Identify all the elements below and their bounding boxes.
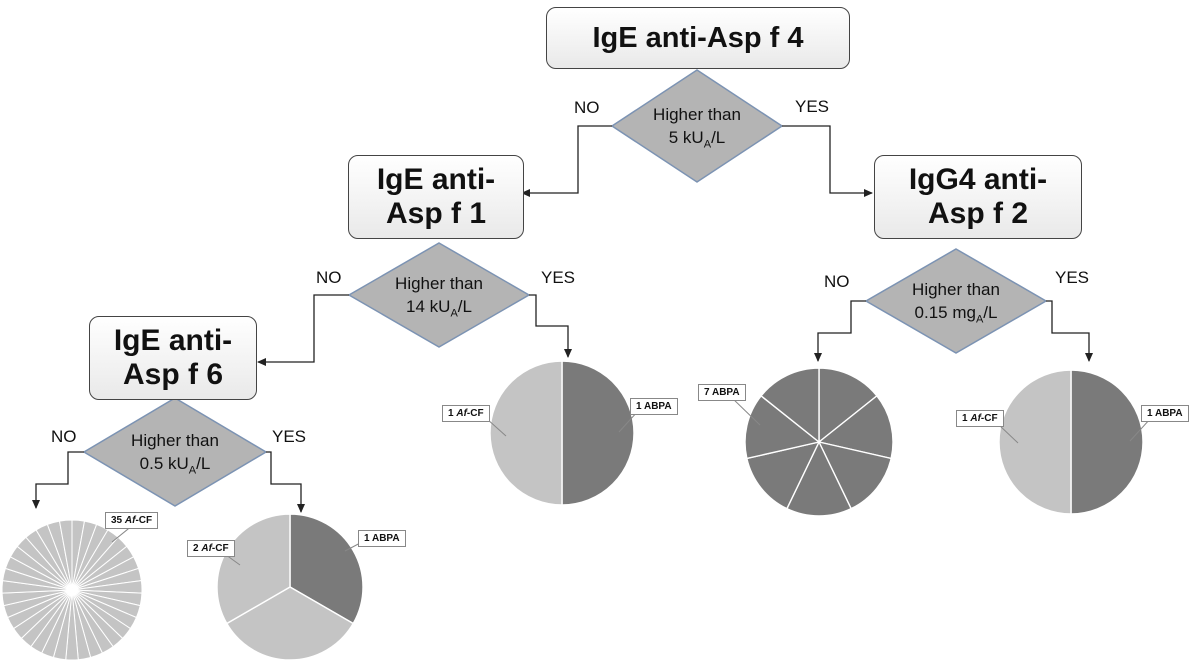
pie-callout-afcf: 1 Af-CF [442,405,490,422]
pie-chart-p4 [744,367,894,517]
branch-label-yes: YES [272,427,307,446]
decision-value: 0.5 kUA/L [139,453,211,477]
pie-slice [58,519,73,591]
decision-label-root: Higher than 5 kUA/L [597,104,797,152]
decision-text: Higher than [653,105,741,124]
decision-text: Higher than [131,431,219,450]
node-right-line1: IgG4 anti- [908,163,1048,197]
decision-diamond-right [864,248,1048,354]
pie-callout-afcf: 35 Af-CF [105,512,159,529]
branch-label-no: NO [824,272,850,291]
arrow-left-yes [529,294,572,358]
pie-slice [817,440,892,510]
decision-label-right: Higher than 0.15 mgA/L [856,279,1056,327]
branch-label-no: NO [316,268,342,287]
node-leftleft-line1: IgE anti- [113,324,233,358]
branch-label-yes: YES [795,97,830,116]
node-left-line1: IgE anti- [376,163,496,197]
decision-label-leftleft: Higher than 0.5 kUA/L [75,430,275,478]
node-root: IgE anti-Asp f 4 [546,7,850,69]
pie-callout-afcf: 1 Af-CF [956,410,1004,427]
node-left: IgE anti- Asp f 1 [348,155,524,239]
pie-slice [818,367,878,444]
arrow-right-no [814,300,866,362]
arrow-left-no [257,294,349,366]
pie-chart-p1 [1,519,143,661]
pie-callout-abpa: 1 ABPA [358,530,406,547]
arrow-root-yes [782,125,873,197]
pie-slice [785,440,853,517]
node-right: IgG4 anti- Asp f 2 [874,155,1082,239]
pie-slice [744,394,821,460]
pie-callout-afcf: 2 Af-CF [187,540,235,557]
decision-value: 14 kUA/L [406,296,472,320]
arrow-leftleft-yes [266,451,305,513]
branch-label-no: NO [51,427,77,446]
decision-diamond-root [610,69,784,183]
pie-callout-abpa: 7 ABPA [698,384,746,401]
pie-callout-abpa: 1 ABPA [1141,405,1189,422]
node-leftleft-line2: Asp f 6 [122,358,224,391]
callout-leader [1129,418,1151,442]
decision-value: 0.15 mgA/L [914,302,998,326]
pie-slice [746,440,821,510]
branch-label-no: NO [574,98,600,117]
decision-label-left: Higher than 14 kUA/L [339,273,539,321]
pie-slice [1070,369,1144,515]
pie-slice [998,369,1072,515]
arrow-right-yes [1046,300,1093,362]
decision-diamond-leftleft [82,397,268,507]
decision-text: Higher than [912,280,1000,299]
pie-callout-abpa: 1 ABPA [630,398,678,415]
branch-label-yes: YES [541,268,576,287]
callout-leader [486,418,507,437]
pie-slice [289,513,364,625]
pie-slice [489,360,563,506]
node-leftleft: IgE anti- Asp f 6 [89,316,257,400]
decision-value: 5 kUA/L [668,127,726,151]
pie-chart-p3 [489,360,635,506]
pie-slice [760,367,820,444]
pie-chart-p5 [998,369,1144,515]
pie-slice [817,394,894,460]
callout-leader [997,423,1019,444]
branch-label-yes: YES [1055,268,1090,287]
decision-diamond-left [347,242,531,348]
pie-chart-p2 [216,513,364,661]
node-right-line2: Asp f 2 [927,197,1029,230]
node-root-text: IgE anti-Asp f 4 [592,21,804,54]
arrow-root-no [521,125,612,197]
pie-slice [561,360,635,506]
node-left-line2: Asp f 1 [385,197,487,230]
arrow-leftleft-no [32,451,84,509]
decision-text: Higher than [395,274,483,293]
